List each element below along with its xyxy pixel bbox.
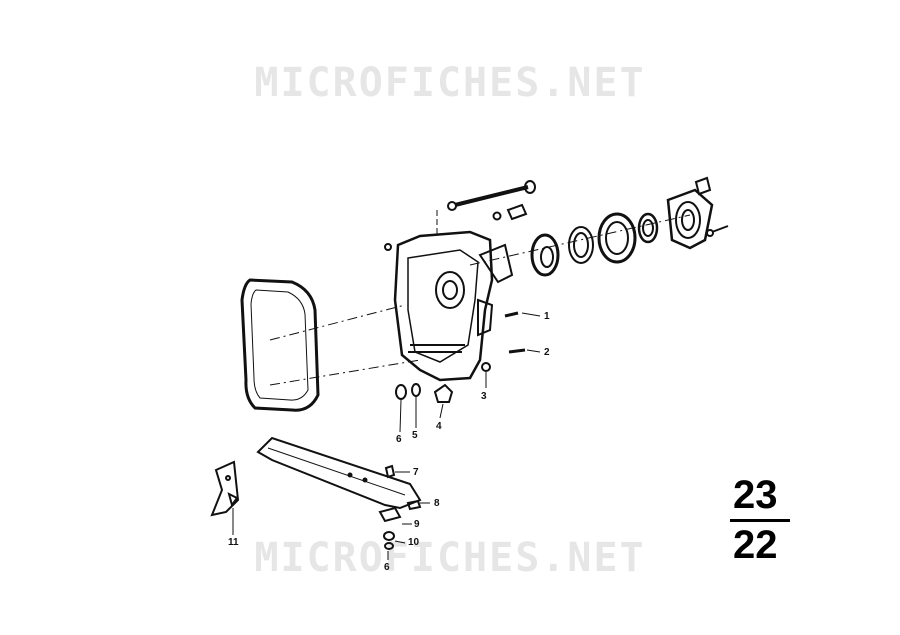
- gearbox-housing: [393, 230, 494, 382]
- watermark-top: MICROFICHES.NET: [254, 60, 646, 106]
- housing-gasket: [240, 278, 320, 412]
- callout-7: 7: [413, 467, 419, 478]
- watermark-bottom: MICROFICHES.NET: [254, 535, 646, 581]
- figure-divider: [730, 519, 790, 522]
- callout-2: 2: [544, 347, 550, 358]
- callout-4: 4: [436, 421, 442, 432]
- callout-6: 6: [396, 434, 402, 445]
- flange-cover: [666, 188, 714, 250]
- callout-8: 8: [434, 498, 440, 509]
- support-bracket: [256, 436, 422, 510]
- callout-3: 3: [481, 391, 487, 402]
- callout-6-lower: 6: [384, 562, 390, 573]
- cover-gasket: [597, 212, 637, 264]
- bearing: [530, 233, 560, 277]
- callout-1: 1: [544, 311, 550, 322]
- shim-ring: [568, 226, 594, 264]
- callout-9: 9: [414, 519, 420, 530]
- oil-seal: [637, 212, 659, 244]
- figure-page-number: 22: [733, 523, 778, 567]
- angle-bracket: [210, 460, 240, 517]
- callout-10: 10: [408, 537, 420, 548]
- callout-11: 11: [228, 537, 239, 548]
- figure-group-number: 23: [733, 473, 778, 517]
- callout-5: 5: [412, 430, 418, 441]
